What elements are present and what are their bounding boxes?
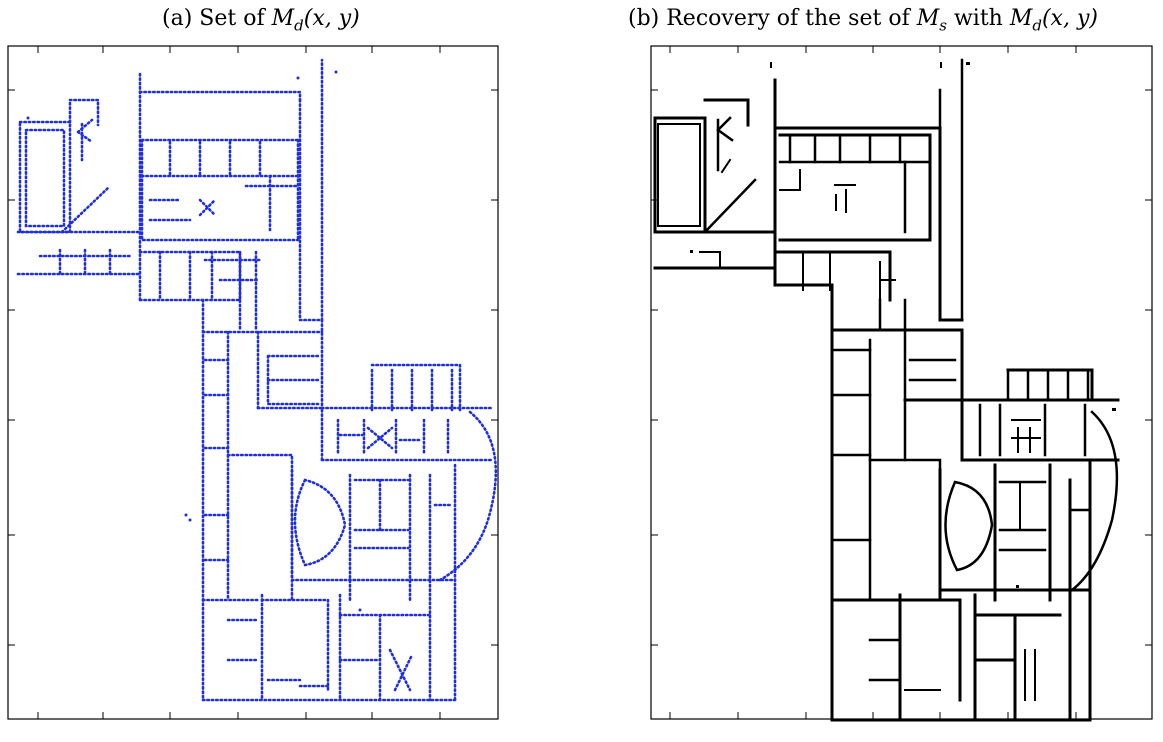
panel-a-frame [7, 45, 499, 720]
panel-b-ticks [651, 46, 1152, 719]
panel-a-ticks [8, 46, 498, 719]
panel-b-noise-points [690, 62, 1116, 588]
panel-b-recovered-plan [653, 58, 1120, 722]
panel-a-title: (a) Set of Md(x, y) [162, 6, 360, 35]
panel-b-title: (b) Recovery of the set of Ms with Md(x,… [628, 6, 1098, 35]
panel-a-point-set [16, 58, 498, 702]
panel-a-noise-points [26, 70, 362, 612]
